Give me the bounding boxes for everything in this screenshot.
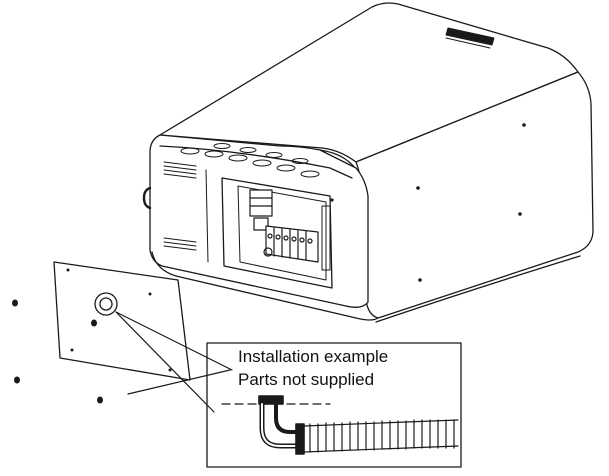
screw-bottom-middle (97, 396, 103, 404)
screw-bottom-left (14, 376, 20, 384)
mounting-plate-outline (53, 261, 191, 381)
mounting-plate (53, 261, 191, 381)
top-rail-vent-slots (180, 143, 320, 178)
housing-front-face (149, 134, 369, 308)
heater-unit (142, 2, 594, 323)
installation-example-inset (206, 342, 462, 468)
housing-side-bottom-edge (375, 255, 581, 323)
panel-label-strip (321, 205, 331, 271)
screw-plate-middle (91, 319, 97, 327)
housing-top-face (159, 2, 579, 163)
control-panel-inner-frame (237, 185, 327, 281)
relay-block (249, 189, 273, 231)
corrugated-hose (303, 419, 459, 453)
control-panel (221, 177, 333, 289)
inset-frame (206, 342, 462, 468)
leader-lines (115, 311, 233, 413)
left-vent-louver-upper (163, 161, 197, 179)
left-vent-louver-lower (163, 237, 197, 251)
panel-divider (205, 169, 209, 263)
callout-installation-example: Installation example (236, 347, 391, 367)
pipe-fitting (258, 395, 305, 455)
loose-screws (12, 299, 103, 404)
brand-badge (445, 27, 495, 49)
side-screws (330, 123, 526, 282)
plate-grommet-outer (94, 292, 118, 316)
plate-holes (66, 268, 172, 372)
terminal-strip (263, 225, 319, 263)
screw-top-left (12, 299, 18, 307)
housing-front-lip (151, 251, 379, 321)
plate-grommet-inner (99, 297, 113, 311)
callout-parts-not-supplied: Parts not supplied (236, 370, 377, 390)
front-top-rail (159, 145, 353, 179)
side-knob (142, 186, 152, 210)
